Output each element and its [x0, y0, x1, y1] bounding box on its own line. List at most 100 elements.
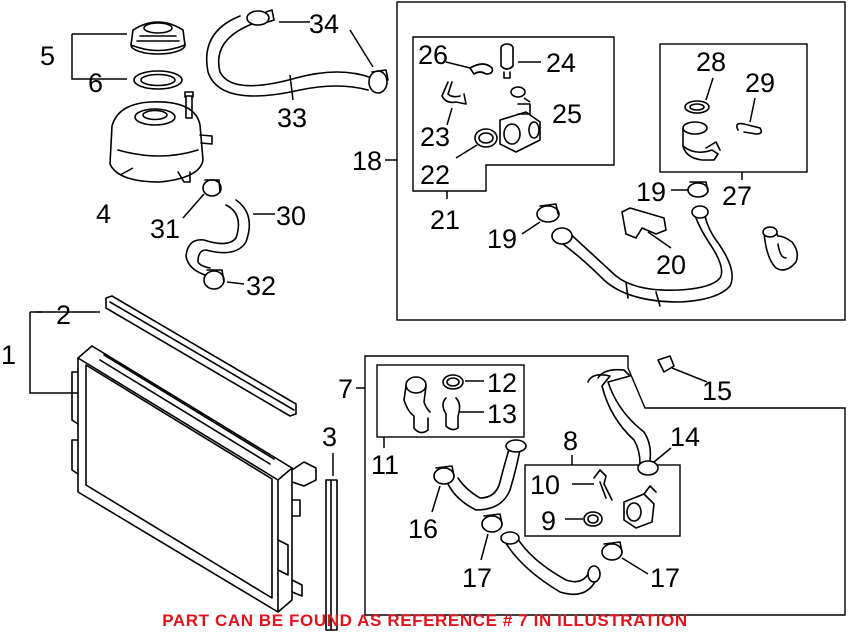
sensor-24 [500, 43, 514, 79]
callout-12: 12 [487, 368, 517, 398]
callout-34: 34 [309, 9, 339, 39]
o-ring-9 [583, 511, 603, 527]
hose-17 [500, 531, 601, 596]
callout-24: 24 [546, 48, 576, 78]
clip-23 [441, 81, 467, 105]
leader-34-b [349, 29, 374, 68]
o-ring-22 [474, 128, 498, 148]
clip-10 [593, 469, 613, 501]
group-box-7 [364, 355, 846, 616]
radiator [71, 345, 317, 613]
callout-7: 7 [338, 374, 353, 404]
leader-23 [446, 107, 453, 126]
clamp-32 [203, 269, 225, 290]
callout-11: 11 [371, 450, 399, 480]
leader-22 [455, 144, 478, 159]
clamp-26 [469, 63, 494, 75]
leader-15 [671, 367, 708, 383]
callout-14: 14 [670, 422, 700, 452]
callout-16: 16 [408, 514, 438, 544]
callout-13: 13 [487, 399, 517, 429]
callout-30: 30 [276, 201, 306, 231]
callout-8: 8 [563, 426, 578, 456]
callout-17-left: 17 [462, 563, 492, 593]
callout-17-right: 17 [650, 563, 680, 593]
expansion-tank [109, 91, 213, 183]
leader-20 [647, 231, 672, 249]
bracket-20 [621, 207, 667, 239]
callout-6: 6 [88, 68, 103, 98]
clamp-19-right [687, 181, 709, 198]
o-ring-12 [442, 374, 464, 390]
seal-strip-2 [105, 295, 297, 417]
callout-19-right: 19 [636, 177, 666, 207]
clamp-34-right [368, 69, 389, 94]
clamp-17-left [481, 513, 503, 533]
callout-10: 10 [530, 470, 560, 500]
callout-32: 32 [246, 271, 276, 301]
leader-16 [431, 485, 441, 513]
hose-14 [587, 368, 652, 465]
hose-elbow-18 [762, 226, 799, 271]
seal-strip-3 [325, 479, 338, 631]
leader-17-left [480, 533, 489, 561]
callout-27: 27 [722, 181, 752, 211]
leader-29 [749, 97, 756, 123]
o-ring-28 [684, 100, 710, 114]
leader-17-right [621, 557, 649, 575]
group-box-11 [376, 364, 525, 438]
group-box-8 [524, 464, 681, 537]
leader-33 [289, 74, 294, 101]
clip-29 [736, 122, 763, 135]
hose-18-main [551, 205, 733, 307]
callout-20: 20 [656, 250, 686, 280]
callout-19-left: 19 [487, 224, 517, 254]
clamp-17-right [601, 541, 623, 561]
reservoir-cap [130, 21, 186, 55]
o-ring-25 [510, 86, 526, 98]
leader-1 [29, 312, 78, 394]
clamp-19-left [536, 203, 560, 223]
clamp-31 [202, 179, 222, 197]
hose-16 [447, 439, 527, 511]
connector-27 [682, 121, 721, 161]
cap-seal-ring [133, 70, 183, 90]
group-box-27 [659, 43, 808, 173]
callout-22: 22 [420, 160, 450, 190]
callout-18: 18 [352, 146, 382, 176]
callout-23: 23 [420, 122, 450, 152]
callout-29: 29 [745, 68, 775, 98]
flange-housing [499, 103, 541, 153]
callout-25: 25 [552, 99, 582, 129]
leader-5-6 [71, 34, 127, 80]
clip-13 [442, 397, 461, 431]
callout-5: 5 [40, 41, 55, 71]
leader-32 [226, 281, 245, 285]
leader-25 [523, 97, 531, 103]
leader-26 [445, 61, 471, 69]
callout-31: 31 [150, 214, 180, 244]
group-box-21 [412, 36, 615, 192]
pipe-11 [403, 376, 431, 434]
callout-28: 28 [696, 47, 726, 77]
leader-19-left [521, 221, 541, 235]
hose-30 [185, 199, 251, 277]
callout-21: 21 [430, 205, 460, 235]
callout-2: 2 [56, 300, 71, 330]
group-box-18 [396, 1, 846, 321]
callout-9: 9 [541, 506, 556, 536]
connector-8 [623, 485, 657, 529]
clamp-14 [637, 460, 659, 476]
callout-33: 33 [277, 103, 307, 133]
leader-14 [653, 447, 672, 463]
callout-4: 4 [96, 199, 111, 229]
leader-4 [119, 167, 134, 176]
clamp-34-top [246, 9, 275, 26]
reference-note: PART CAN BE FOUND AS REFERENCE # 7 IN IL… [162, 611, 688, 630]
leader-31 [182, 193, 205, 219]
clamp-15 [657, 355, 675, 373]
callout-26: 26 [418, 40, 448, 70]
callout-3: 3 [322, 422, 337, 452]
